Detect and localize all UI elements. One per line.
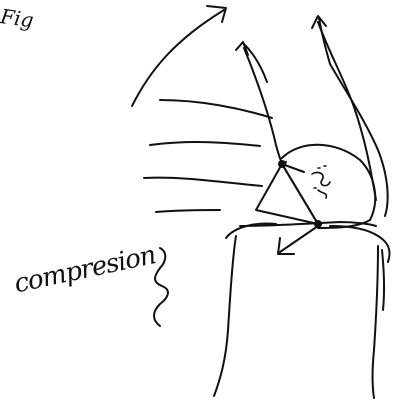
rotation-arrow-curve [132, 10, 224, 106]
lower-bone-right-edge [373, 246, 379, 398]
lower-bone-left-edge [214, 236, 236, 396]
lower-bone-top-right [330, 226, 390, 262]
joint-detail-dots [314, 166, 326, 188]
upper-bone-right-curve [330, 64, 388, 216]
upper-bone-line-3 [144, 178, 262, 186]
lower-bone-inner-line [382, 250, 384, 310]
pivot-point-upper [278, 160, 286, 168]
compression-arrow-shaft [280, 226, 318, 252]
upper-bone-line-2 [150, 142, 260, 146]
upper-bone-shaft-left [244, 48, 286, 164]
joint-detail-squiggle [312, 172, 330, 198]
upper-bone-line-1 [160, 100, 272, 118]
upper-bone-line-4 [156, 210, 220, 212]
